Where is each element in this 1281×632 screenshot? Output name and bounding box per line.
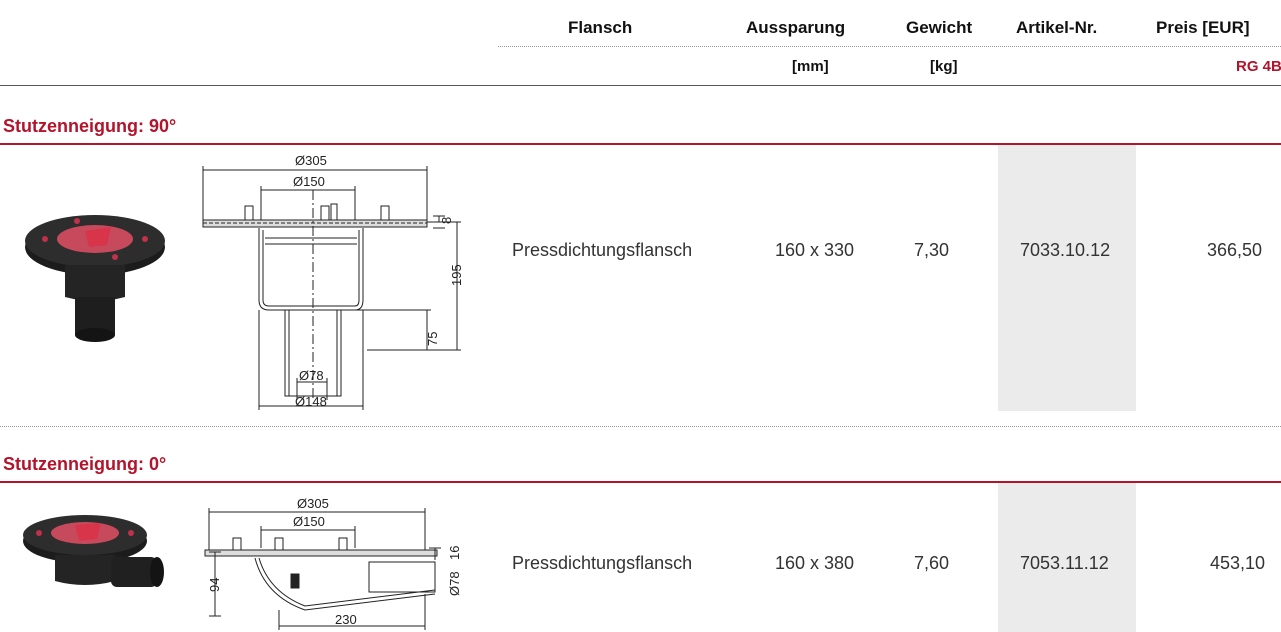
table-header: Flansch Aussparung Gewicht Artikel-Nr. P…: [0, 0, 1281, 86]
dim-94: 94: [207, 578, 222, 592]
roof-drain-drawing-90: Ø305 Ø150 8 195 75 Ø78 Ø148: [202, 153, 464, 410]
unit-gewicht: [kg]: [930, 58, 958, 75]
dim-195: 195: [449, 264, 464, 286]
dim-16: 16: [447, 546, 462, 560]
col-header-gewicht: Gewicht: [906, 18, 973, 37]
dim-78: Ø78: [299, 368, 324, 383]
cell-aussparung-b: 160 x 380: [775, 553, 855, 573]
col-header-aussparung: Aussparung: [746, 18, 846, 37]
cell-gewicht: 7,30: [914, 240, 950, 260]
col-header-flansch: Flansch: [568, 18, 633, 37]
unit-aussparung: [mm]: [792, 58, 829, 75]
dim-150-b: Ø150: [293, 514, 325, 529]
cell-gewicht-b: 7,60: [914, 553, 950, 573]
dim-148: Ø148: [295, 394, 327, 409]
row-divider: [0, 426, 1281, 427]
cell-flansch-b: Pressdichtungsflansch: [512, 553, 693, 573]
cell-artikel-b: 7053.11.12: [1020, 553, 1109, 573]
header-bottom-rule: [0, 85, 1281, 86]
roof-drain-photo-0: [23, 515, 164, 587]
dim-150: Ø150: [293, 174, 325, 189]
roof-drain-photo-90: [25, 215, 165, 342]
col-header-artikel: Artikel-Nr.: [1016, 18, 1098, 37]
dim-305: Ø305: [295, 153, 327, 168]
dim-8: 8: [439, 217, 454, 224]
section-title-90: Stutzenneigung: 90°: [3, 116, 177, 136]
roof-drain-drawing-0: Ø305 Ø150 16 Ø78 94 230: [204, 496, 462, 630]
dim-305-b: Ø305: [297, 496, 329, 511]
cell-preis-b: 453,10: [1210, 553, 1266, 573]
dim-78-b: Ø78: [447, 571, 462, 596]
section-rule-90: [0, 143, 1281, 145]
dim-75: 75: [425, 332, 440, 346]
cell-flansch: Pressdichtungsflansch: [512, 240, 693, 260]
artikel-shade-0: [998, 483, 1136, 632]
unit-preis: RG 4B: [1236, 58, 1281, 75]
section-title-0: Stutzenneigung: 0°: [3, 454, 167, 474]
header-divider: [498, 46, 1281, 47]
dim-230: 230: [335, 612, 357, 627]
cell-aussparung: 160 x 330: [775, 240, 855, 260]
col-header-preis: Preis [EUR]: [1156, 18, 1250, 37]
artikel-shade-90: [998, 145, 1136, 411]
cell-artikel: 7033.10.12: [1020, 240, 1111, 260]
section-rule-0: [0, 481, 1281, 483]
cell-preis: 366,50: [1207, 240, 1263, 260]
